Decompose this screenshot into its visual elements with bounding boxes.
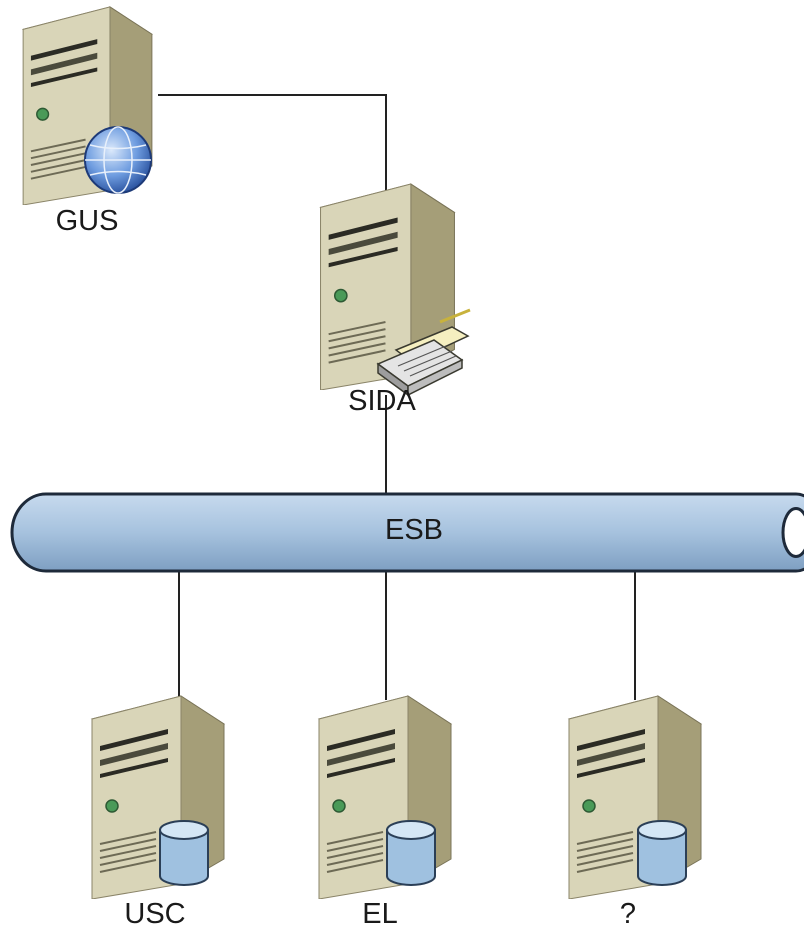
server-sida-label: SIDA [348,385,416,417]
database-icon [159,820,209,886]
server-el[interactable] [318,695,452,899]
esb-bus[interactable] [10,492,804,573]
server-usc[interactable] [91,695,225,899]
router-icon [376,308,471,397]
server-el-label: EL [362,898,398,930]
connector-gus-sida [158,94,387,192]
globe-icon [84,126,152,194]
connectors [158,94,636,700]
server-unknown-label: ? [619,898,637,930]
server-unknown[interactable] [568,695,702,899]
database-icon [637,820,687,886]
esb-bus-end-cap [781,507,804,558]
database-icon [386,820,436,886]
server-gus[interactable] [22,5,153,205]
server-sida[interactable] [319,183,471,397]
server-usc-label: USC [124,898,186,930]
esb-bus-body [10,492,804,573]
esb-bus-label: ESB [384,514,444,546]
server-gus-label: GUS [55,205,119,237]
